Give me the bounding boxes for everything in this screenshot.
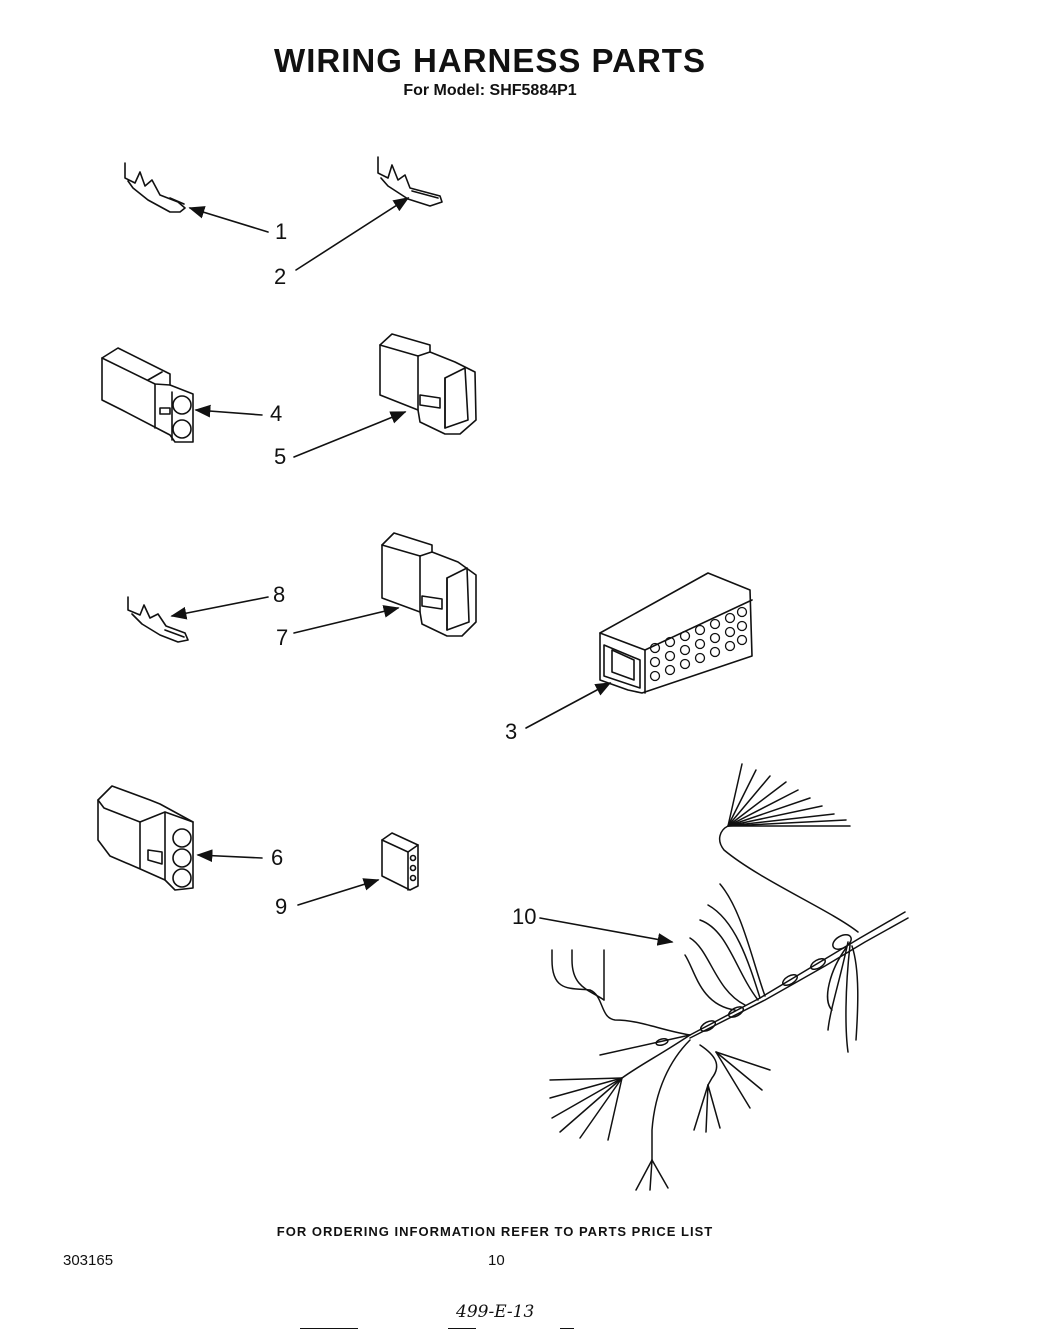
part-7-housing (381, 532, 477, 637)
callout-5: 5 (274, 444, 287, 469)
bottom-rule-center (448, 1328, 476, 1329)
leader-line-4 (194, 404, 263, 418)
part-5-housing (379, 333, 477, 435)
part-3-connector-block (599, 572, 753, 694)
part-10-wiring-harness (549, 763, 909, 1191)
bottom-rule-right (560, 1328, 574, 1329)
callout-7: 7 (276, 625, 289, 650)
part-6-connector (97, 785, 194, 891)
part-1-terminal (124, 162, 186, 213)
part-4-connector (101, 347, 194, 443)
callout-3: 3 (505, 719, 518, 744)
leader-line-9 (297, 878, 380, 906)
ordering-note: FOR ORDERING INFORMATION REFER TO PARTS … (276, 1224, 714, 1239)
model-subtitle: For Model: SHF5884P1 (403, 82, 577, 99)
callout-1: 1 (275, 219, 288, 244)
leader-line-6 (196, 849, 263, 863)
callout-2: 2 (274, 264, 287, 289)
leader-line-1 (188, 206, 269, 233)
bottom-rule-left (300, 1328, 358, 1329)
callout-6: 6 (271, 845, 284, 870)
leader-line-2 (295, 197, 410, 271)
leader-line-7 (293, 605, 400, 634)
document-number: 303165 (63, 1252, 114, 1269)
callout-4: 4 (270, 401, 283, 426)
part-8-terminal (127, 596, 189, 643)
part-2-terminal (377, 156, 443, 207)
leader-line-10 (539, 917, 674, 946)
page-number: 10 (488, 1252, 505, 1269)
page-title: WIRING HARNESS PARTS (274, 42, 706, 79)
leader-line-3 (525, 682, 612, 729)
part-9-jumper (381, 832, 419, 891)
callout-10: 10 (512, 904, 537, 929)
leader-line-8 (170, 596, 269, 620)
handwritten-note: 499-E-13 (456, 1302, 535, 1322)
callout-8: 8 (273, 582, 286, 607)
leader-line-5 (293, 411, 407, 458)
callout-9: 9 (275, 894, 288, 919)
